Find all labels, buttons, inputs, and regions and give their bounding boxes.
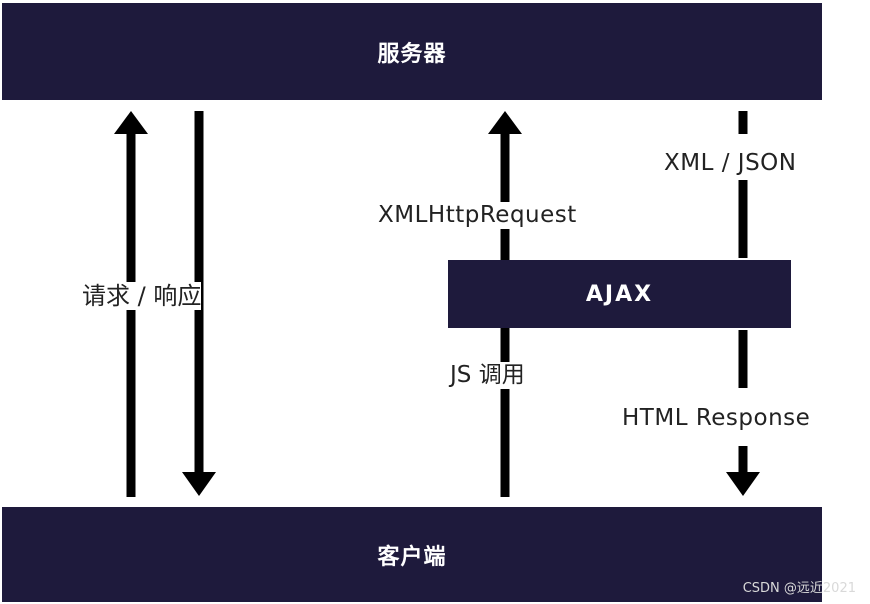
server-bar: 服务器 (2, 3, 822, 100)
xhr-label: XMLHttpRequest (378, 202, 577, 229)
js-call-label: JS 调用 (450, 362, 525, 389)
client-bar: 客户端 (2, 507, 822, 602)
ajax-box: AJAX (448, 260, 791, 328)
watermark: CSDN @远近2021 (742, 581, 856, 596)
client-label: 客户端 (377, 544, 447, 570)
server-label: 服务器 (377, 41, 447, 67)
xml-json-label: XML / JSON (664, 150, 797, 177)
html-response-label: HTML Response (622, 405, 811, 432)
request-up-arrow (114, 111, 148, 497)
response-dashed-down-arrow (726, 111, 760, 496)
ajax-label: AJAX (585, 281, 654, 307)
request-response-label: 请求 / 响应 (82, 282, 202, 310)
